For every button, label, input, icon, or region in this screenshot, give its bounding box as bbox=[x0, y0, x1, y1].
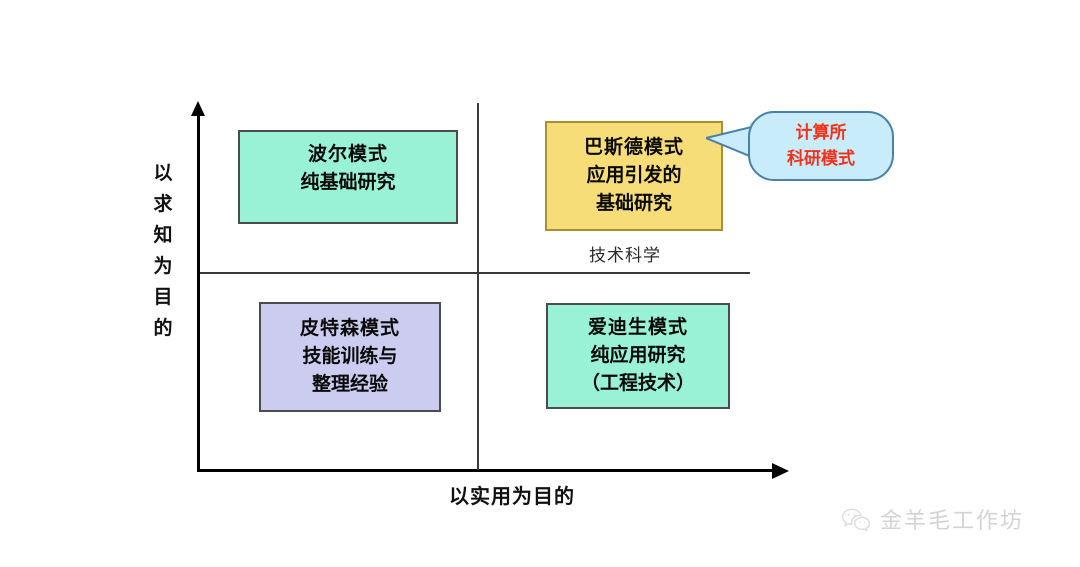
x-axis-title: 以实用为目的 bbox=[449, 486, 575, 508]
quadrant-box-peterson[interactable]: 皮特森模式 技能训练与 整理经验 bbox=[259, 302, 441, 412]
quadrant-box-pasteur-title: 巴斯德模式 bbox=[583, 137, 684, 158]
watermark: 金羊毛工作坊 bbox=[841, 503, 1024, 535]
x-axis-arrow-icon bbox=[772, 463, 789, 479]
quadrant-box-bohr-title: 波尔模式 bbox=[307, 144, 388, 165]
wechat-icon bbox=[841, 507, 871, 531]
quadrant-box-bohr[interactable]: 波尔模式 纯基础研究 bbox=[238, 130, 458, 224]
callout-line2: 科研模式 bbox=[787, 149, 855, 168]
quadrant-box-edison-line2: 纯应用研究 bbox=[590, 345, 686, 366]
y-axis-arrow-icon bbox=[191, 101, 205, 116]
x-axis-line bbox=[197, 469, 775, 472]
quadrant-box-edison-line3: （工程技术） bbox=[580, 373, 695, 394]
quadrant-divider-horizontal bbox=[200, 272, 750, 274]
quadrant-box-bohr-line2: 纯基础研究 bbox=[300, 172, 396, 193]
quadrant-divider-vertical bbox=[477, 103, 479, 470]
caption-tech-science: 技术科学 bbox=[589, 246, 661, 265]
y-axis-title: 以 求 知 为 目 的 bbox=[153, 163, 173, 339]
quadrant-box-pasteur-line3: 基础研究 bbox=[595, 193, 672, 214]
quadrant-box-peterson-title: 皮特森模式 bbox=[299, 318, 400, 339]
y-axis-line bbox=[197, 114, 200, 472]
quadrant-box-edison[interactable]: 爱迪生模式 纯应用研究 （工程技术） bbox=[546, 303, 730, 409]
callout-line1: 计算所 bbox=[795, 123, 847, 142]
quadrant-box-pasteur[interactable]: 巴斯德模式 应用引发的 基础研究 bbox=[545, 121, 723, 231]
quadrant-box-peterson-line2: 技能训练与 bbox=[302, 346, 398, 367]
callout-bubble-research-mode[interactable]: 计算所 科研模式 bbox=[748, 111, 894, 181]
quadrant-box-pasteur-line2: 应用引发的 bbox=[586, 165, 682, 186]
quadrant-box-peterson-line3: 整理经验 bbox=[311, 374, 388, 395]
quadrant-box-edison-title: 爱迪生模式 bbox=[587, 317, 688, 338]
watermark-text: 金羊毛工作坊 bbox=[880, 508, 1025, 533]
